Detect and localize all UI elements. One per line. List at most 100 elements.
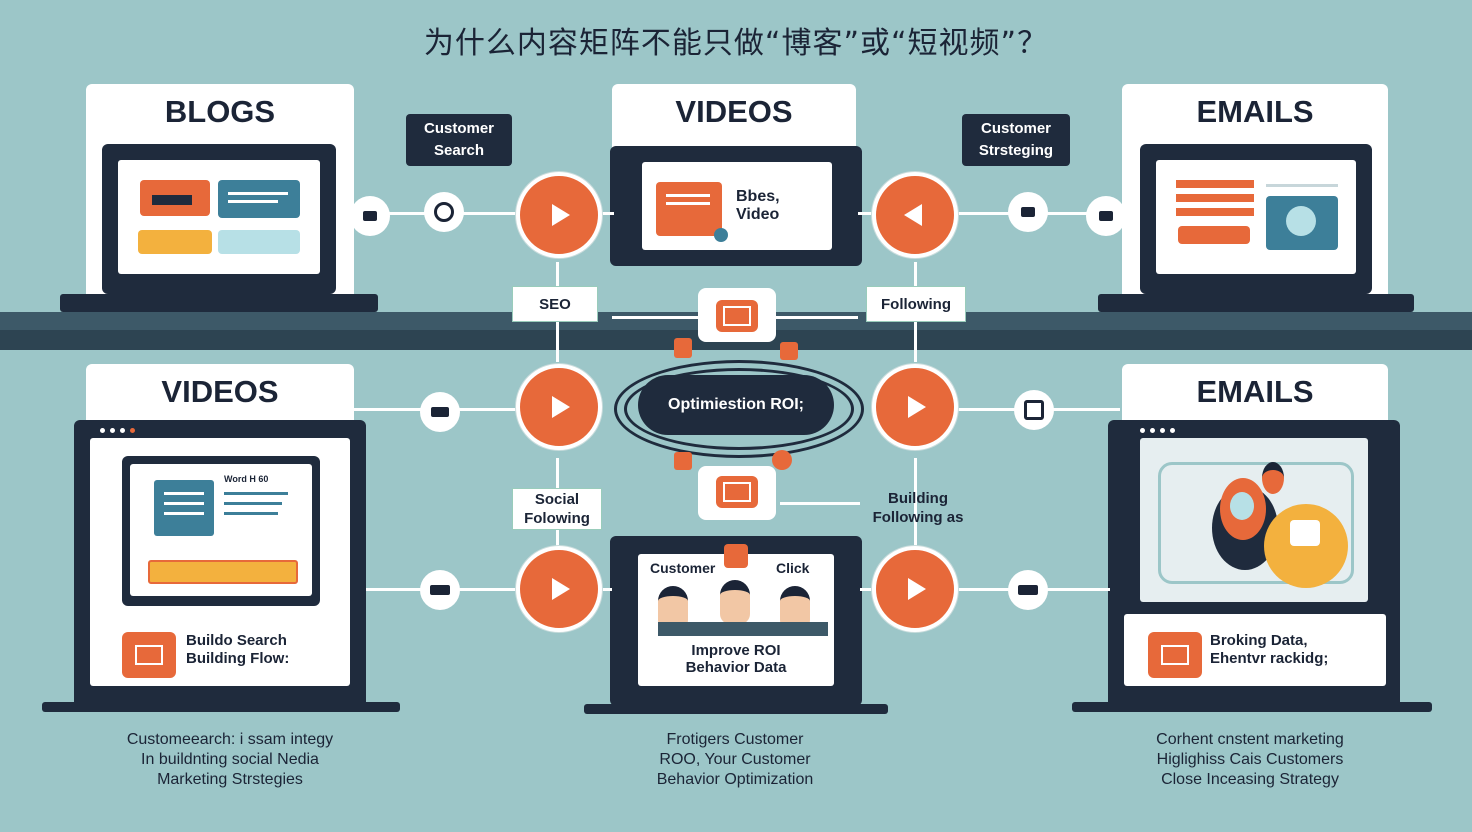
social-following-tag: Social Folowing <box>512 488 602 530</box>
target-icon[interactable] <box>424 192 464 232</box>
play-button[interactable] <box>516 364 602 450</box>
person-icon <box>720 580 750 624</box>
click-label: Click <box>776 560 810 576</box>
small-bar <box>224 512 278 515</box>
emails-top-rule <box>1266 184 1338 187</box>
blogs-card-block-bar <box>152 195 192 205</box>
emails-bottom-badge <box>1264 504 1348 588</box>
chat-icon <box>1286 206 1316 236</box>
screen-icon[interactable] <box>1008 570 1048 610</box>
play-icon <box>908 396 926 418</box>
play-icon <box>552 204 570 226</box>
blogs-text-line <box>228 192 288 195</box>
bottom-center-footer: Improve ROI Behavior Data <box>685 642 787 676</box>
blogs-laptop-base <box>60 294 378 312</box>
customer-label: Customer <box>650 560 716 576</box>
customer-strategy-tag: Customer Strsteging <box>962 114 1070 166</box>
emails-top-line <box>1176 208 1254 216</box>
browser-dots <box>100 424 340 436</box>
doc-line <box>164 502 204 505</box>
house-icon <box>1290 520 1320 546</box>
videos-top-screen-text: Bbes, Video <box>736 188 780 223</box>
videos-top-thumbnail <box>656 182 722 236</box>
customer-search-tag: Customer Search <box>406 114 512 166</box>
doc-line <box>164 492 204 495</box>
sticker-icon <box>772 450 792 470</box>
blogs-blue-block <box>218 230 300 254</box>
envelope-icon[interactable] <box>716 300 758 332</box>
videos-bottom-doc <box>154 480 214 536</box>
blogs-yellow-block <box>138 230 212 254</box>
envelope-icon <box>122 632 176 678</box>
sticker-icon <box>780 342 798 360</box>
left-caption: Customeearch: i ssam integy In buildntin… <box>126 731 334 788</box>
cursor-badge <box>724 544 748 568</box>
envelope-icon[interactable] <box>716 476 758 508</box>
building-following-tag: Building Following as <box>872 490 964 526</box>
videos-bottom-laptop-base <box>42 702 400 712</box>
screen-icon[interactable] <box>420 392 460 432</box>
bottom-center-base <box>584 704 888 714</box>
videos-bottom-progress <box>148 560 298 584</box>
blogs-heading: BLOGS <box>164 94 276 129</box>
blogs-text-block <box>218 180 300 218</box>
center-ring <box>614 360 864 458</box>
back-button[interactable] <box>872 172 958 258</box>
connector-line <box>776 316 858 319</box>
connector-line <box>596 212 614 215</box>
emails-bottom-map-outline <box>1158 462 1354 584</box>
laptop-icon[interactable] <box>1086 196 1126 236</box>
page-title: 为什么内容矩阵不能只做“博客”或“短视频”？ <box>423 26 1049 61</box>
play-button[interactable] <box>872 364 958 450</box>
emails-bottom-heading: EMAILS <box>1196 374 1314 409</box>
videos-bottom-heading: VIDEOS <box>161 374 279 409</box>
play-icon <box>552 396 570 418</box>
emails-top-heading: EMAILS <box>1196 94 1314 129</box>
videos-top-card <box>612 84 856 156</box>
connector-line <box>860 588 878 591</box>
location-pin-center <box>1230 492 1254 520</box>
emails-top-line <box>1176 194 1254 202</box>
sticker-icon <box>674 452 692 470</box>
center-ring-inner <box>624 368 854 450</box>
following-tag: Following <box>866 286 966 322</box>
sticker-icon <box>674 338 692 358</box>
chat-icon[interactable] <box>1008 192 1048 232</box>
play-button[interactable] <box>516 546 602 632</box>
play-icon <box>908 578 926 600</box>
videos-bottom-small-label: Word H 60 <box>224 474 269 484</box>
people-shoulders <box>658 622 828 636</box>
videos-top-cursor-dot <box>714 228 728 242</box>
blogs-text-line <box>228 200 278 203</box>
emails-bottom-laptop-base <box>1072 702 1432 712</box>
emails-top-laptop-base <box>1098 294 1414 312</box>
connector-line <box>596 588 612 591</box>
center-caption: Frotigers Customer ROO, Your Customer Be… <box>656 731 814 788</box>
laptop-icon[interactable] <box>350 196 390 236</box>
connector-line <box>858 212 878 215</box>
emails-top-button <box>1178 226 1250 244</box>
small-bar <box>224 492 288 495</box>
connector-line <box>914 458 917 548</box>
videos-top-thumb-line <box>666 202 710 205</box>
person-icon <box>1262 462 1284 494</box>
play-icon <box>552 578 570 600</box>
play-button[interactable] <box>516 172 602 258</box>
emails-bottom-footer: Broking Data, Ehentvr rackidg; <box>1210 632 1329 667</box>
center-hub[interactable]: Optimiestion ROI; <box>638 375 834 435</box>
videos-top-heading: VIDEOS <box>675 94 793 129</box>
videos-top-thumb-line <box>666 194 710 197</box>
seo-tag: SEO <box>512 286 598 322</box>
connector-line <box>612 316 698 319</box>
emails-top-line <box>1176 180 1254 188</box>
envelope-icon <box>1148 632 1202 678</box>
calendar-icon[interactable] <box>1014 390 1054 430</box>
back-icon <box>904 204 922 226</box>
connector-line <box>780 502 860 505</box>
doc-line <box>164 512 204 515</box>
videos-bottom-footer: Buildo Search Building Flow: <box>186 632 290 667</box>
screen-icon[interactable] <box>420 570 460 610</box>
right-caption: Corhent cnstent marketing Higlighiss Cai… <box>1156 731 1344 788</box>
browser-dots <box>1140 424 1210 436</box>
play-button[interactable] <box>872 546 958 632</box>
